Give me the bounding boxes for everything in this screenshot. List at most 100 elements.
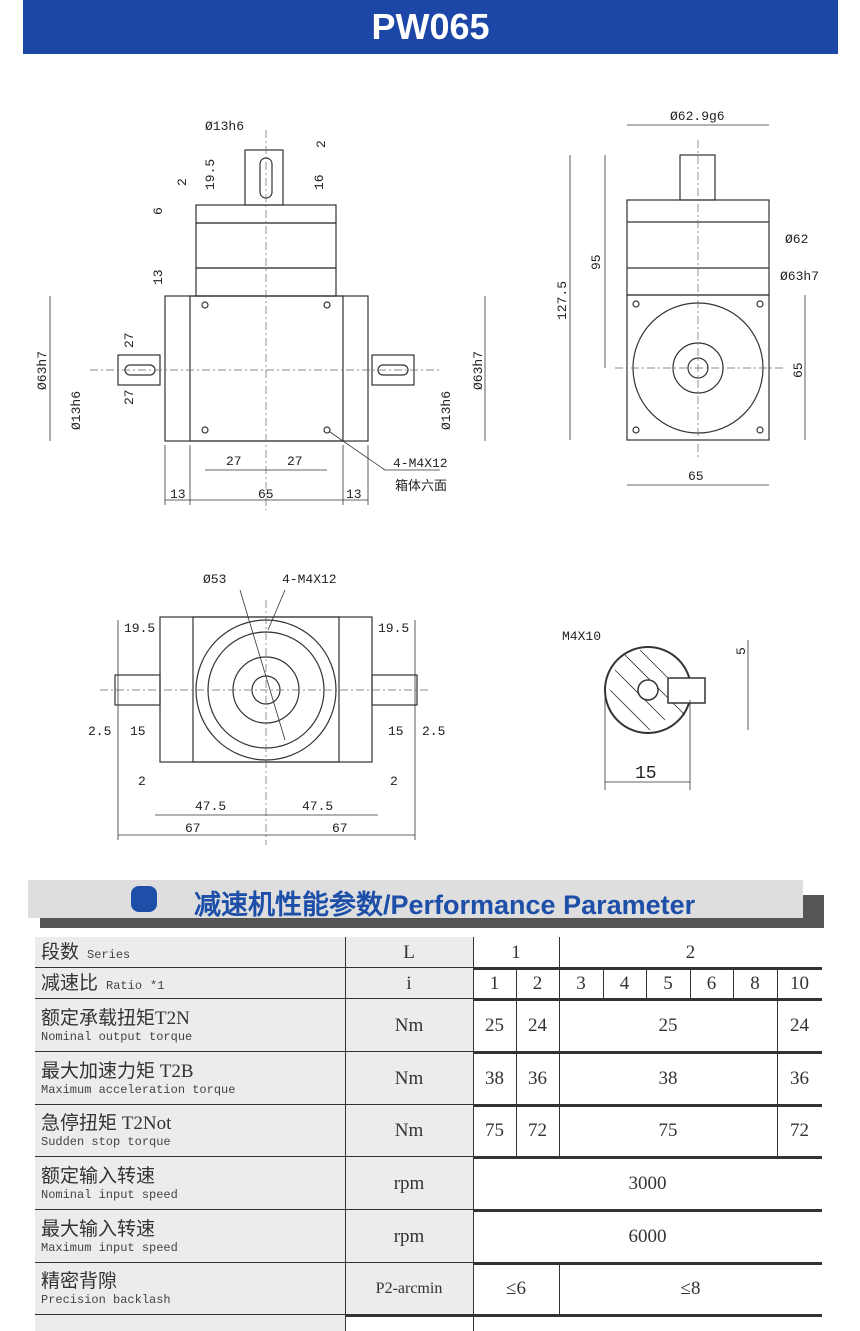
unit-cell: rpm	[345, 1157, 473, 1210]
svg-text:27: 27	[122, 389, 137, 405]
label-en: Nominal output torque	[41, 1029, 193, 1044]
label-cn: 额定输入转速	[41, 1165, 156, 1187]
cell-divider	[473, 1210, 474, 1263]
value-cell: 1	[489, 972, 500, 994]
value-cell: 72	[790, 1120, 809, 1141]
svg-text:Ø53: Ø53	[203, 572, 226, 587]
label-en: Maximum input speed	[41, 1240, 178, 1255]
svg-text:2: 2	[314, 140, 329, 148]
label-cn: 最大输入转速	[41, 1218, 156, 1240]
svg-text:Ø13h6: Ø13h6	[439, 391, 454, 430]
cell-divider	[473, 1105, 474, 1157]
svg-text:2.5: 2.5	[88, 724, 111, 739]
svg-text:67: 67	[332, 821, 348, 836]
footnote-mark: *1	[150, 978, 165, 993]
svg-text:15: 15	[130, 724, 146, 739]
cell-divider	[516, 968, 517, 999]
cell-divider	[473, 999, 474, 1052]
cell-divider	[345, 1315, 346, 1331]
svg-text:47.5: 47.5	[302, 799, 333, 814]
value-cell: 3000	[628, 1172, 667, 1194]
svg-text:4-M4X12: 4-M4X12	[282, 572, 337, 587]
technical-drawing: Ø13h6 19.5 2 2 16 6 13 Ø63h7 Ø63h7 27 27…	[35, 109, 819, 845]
svg-text:Ø62.9g6: Ø62.9g6	[670, 109, 725, 124]
value-cell: 10	[790, 972, 809, 994]
value-cell: 5	[663, 972, 673, 994]
cell-divider	[345, 1052, 346, 1105]
label-cn: 额定承载扭矩T2N	[41, 1007, 190, 1029]
cell-divider	[345, 999, 346, 1052]
label-en: Nominal input speed	[41, 1187, 178, 1202]
unit-cell: rpm	[345, 1210, 473, 1263]
value-cell: 6	[706, 972, 717, 994]
cell-divider	[646, 968, 647, 999]
svg-text:13: 13	[151, 269, 166, 285]
cell-divider	[345, 1263, 346, 1315]
value-cell: ≤8	[680, 1278, 701, 1299]
label-en: Precision backlash	[41, 1293, 171, 1307]
cell-divider	[603, 968, 604, 999]
svg-text:5: 5	[734, 647, 749, 655]
cell-divider	[473, 1157, 474, 1210]
shaft-section: M4X10 5 15	[562, 629, 749, 790]
svg-text:4-M4X12: 4-M4X12	[393, 456, 448, 471]
svg-text:箱体六面: 箱体六面	[395, 478, 447, 494]
cell-divider	[559, 1105, 560, 1157]
cell-divider	[345, 1210, 346, 1263]
label-cn: 精密背隙	[41, 1271, 118, 1292]
svg-text:2: 2	[138, 774, 146, 789]
svg-text:2: 2	[175, 178, 190, 186]
svg-text:16: 16	[312, 174, 327, 190]
svg-text:67: 67	[185, 821, 201, 836]
unit-cell: P2-arcmin	[345, 1263, 473, 1315]
label-en: Maximum acceleration torque	[41, 1082, 236, 1097]
cell-divider	[345, 1105, 346, 1157]
front-view: Ø13h6 19.5 2 2 16 6 13 Ø63h7 Ø63h7 27 27…	[35, 119, 486, 510]
bottom-view: Ø53 4-M4X12 19.5 19.5 2.5 15 15 2.5 2 2 …	[88, 572, 445, 845]
svg-text:Ø63h7: Ø63h7	[780, 269, 819, 284]
cell-divider	[345, 968, 346, 999]
cell-divider	[777, 1052, 778, 1105]
cell-divider	[559, 1263, 560, 1315]
cell-divider	[516, 1105, 517, 1157]
value-cell: 8	[750, 972, 760, 994]
value-cell: ≤6	[506, 1278, 526, 1299]
svg-text:2: 2	[390, 774, 398, 789]
value-cell: 38	[485, 1067, 504, 1089]
value-cell: 36	[528, 1067, 547, 1089]
svg-text:13: 13	[170, 487, 186, 502]
svg-text:6: 6	[151, 207, 166, 215]
svg-text:27: 27	[226, 454, 242, 469]
value-cell: 36	[790, 1067, 809, 1089]
value-cell: 72	[528, 1120, 547, 1141]
cell-divider	[473, 1263, 474, 1315]
row-label	[35, 1315, 345, 1331]
value-cell: 75	[485, 1120, 504, 1141]
svg-text:65: 65	[258, 487, 274, 502]
unit-cell: i	[345, 968, 473, 999]
cell-divider	[559, 1052, 560, 1105]
unit-cell: Nm	[345, 999, 473, 1052]
cell-divider	[345, 1157, 346, 1210]
side-view: Ø62.9g6 Ø62 Ø63h7 95 127.5 65 65	[555, 109, 819, 486]
value-cell: 4	[619, 972, 630, 994]
svg-text:Ø62: Ø62	[785, 232, 808, 247]
value-cell: 6000	[628, 1225, 667, 1247]
value-cell: 1	[511, 941, 521, 963]
cell-divider	[733, 968, 734, 999]
label-cn: 急停扭矩 T2Not	[41, 1113, 172, 1134]
svg-text:Ø13h6: Ø13h6	[205, 119, 244, 134]
value-cell: 3	[576, 972, 586, 994]
svg-text:15: 15	[388, 724, 404, 739]
svg-text:Ø63h7: Ø63h7	[471, 351, 486, 390]
cell-divider	[345, 937, 346, 968]
value-cell: 25	[485, 1014, 504, 1036]
svg-text:27: 27	[287, 454, 303, 469]
value-cell: 38	[658, 1067, 678, 1089]
label-en: Ratio	[106, 978, 143, 993]
svg-text:19.5: 19.5	[203, 159, 218, 190]
